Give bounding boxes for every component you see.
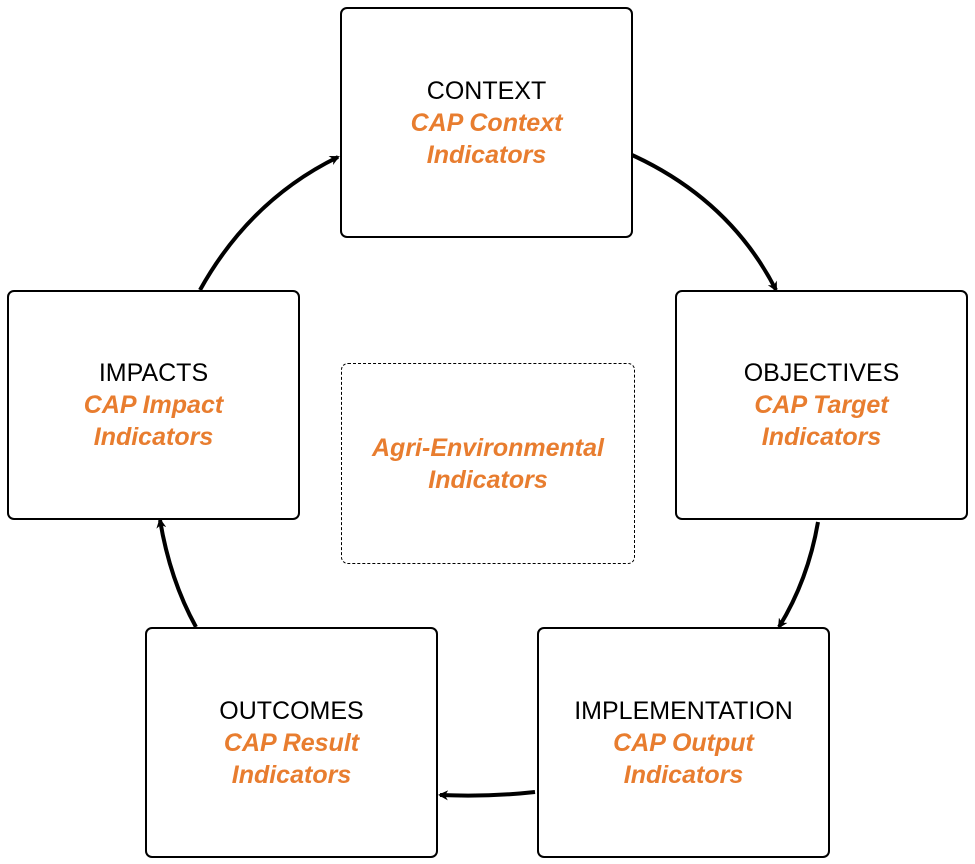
node-title: OUTCOMES bbox=[219, 696, 364, 725]
node-subtitle: CAP Result Indicators bbox=[223, 728, 360, 789]
node-objectives: OBJECTIVES CAP Target Indicators bbox=[675, 290, 968, 520]
node-subtitle: CAP Context Indicators bbox=[410, 108, 563, 169]
node-subtitle: Agri-Environmental Indicators bbox=[372, 433, 604, 494]
node-subtitle: CAP Target Indicators bbox=[754, 391, 889, 451]
arrow-impacts-to-context bbox=[198, 155, 340, 291]
arrow-objectives-to-implementation bbox=[777, 521, 820, 629]
node-context: CONTEXT CAP Context Indicators bbox=[340, 7, 633, 238]
node-agri-environmental: Agri-Environmental Indicators bbox=[341, 363, 635, 564]
node-title: CONTEXT bbox=[426, 76, 547, 105]
arrow-context-to-objectives bbox=[631, 153, 778, 292]
node-impacts: IMPACTS CAP Impact Indicators bbox=[7, 290, 300, 520]
node-subtitle: CAP Output Indicators bbox=[613, 728, 754, 789]
node-title: IMPLEMENTATION bbox=[574, 696, 793, 725]
node-implementation: IMPLEMENTATION CAP Output Indicators bbox=[537, 627, 830, 858]
node-subtitle: CAP Impact Indicators bbox=[83, 391, 224, 451]
node-title: OBJECTIVES bbox=[743, 359, 900, 387]
node-title: IMPACTS bbox=[98, 359, 209, 387]
arrow-implementation-to-outcomes bbox=[438, 790, 536, 801]
arrow-outcomes-to-impacts bbox=[156, 518, 198, 628]
node-outcomes: OUTCOMES CAP Result Indicators bbox=[145, 627, 438, 858]
